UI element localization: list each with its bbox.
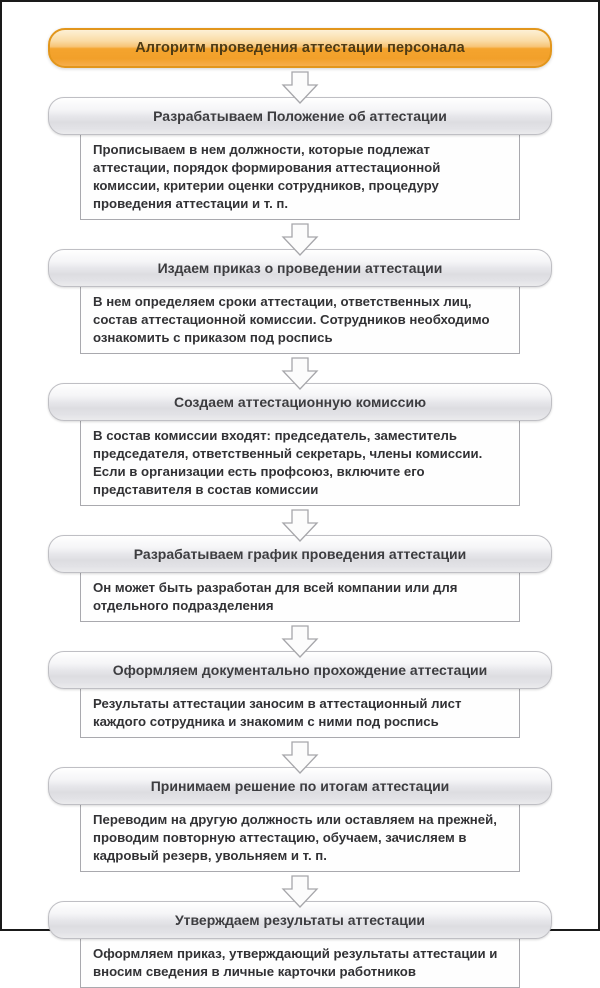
down-arrow-icon (281, 71, 319, 104)
connector-row (2, 741, 598, 774)
step-description: Переводим на другую должность или оставл… (80, 801, 520, 872)
connector-row (2, 357, 598, 390)
step-header-bar: Издаем приказ о проведении аттестации (48, 249, 552, 287)
step-6: Принимаем решение по итогам аттестации П… (2, 767, 598, 872)
step-header-bar: Разрабатываем график проведения аттестац… (48, 535, 552, 573)
step-description: В нем определяем сроки аттестации, ответ… (80, 283, 520, 354)
step-header-label: Разрабатываем график проведения аттестац… (133, 546, 467, 562)
step-description: В состав комиссии входят: председатель, … (80, 417, 520, 506)
connector-row (2, 71, 598, 104)
step-5: Оформляем документально прохождение атте… (2, 651, 598, 738)
step-3: Создаем аттестационную комиссию В состав… (2, 383, 598, 506)
step-description: Результаты аттестации заносим в аттестац… (80, 685, 520, 738)
step-description: Оформляем приказ, утверждающий результат… (80, 935, 520, 988)
down-arrow-icon (281, 223, 319, 256)
connector-row (2, 625, 598, 658)
step-header-label: Разрабатываем Положение об аттестации (153, 108, 447, 124)
step-4: Разрабатываем график проведения аттестац… (2, 535, 598, 622)
down-arrow-icon (281, 357, 319, 390)
step-7: Утверждаем результаты аттестации Оформля… (2, 901, 598, 988)
step-header-label: Принимаем решение по итогам аттестации (150, 778, 450, 794)
connector-row (2, 223, 598, 256)
down-arrow-icon (281, 509, 319, 542)
step-1: Разрабатываем Положение об аттестации Пр… (2, 97, 598, 220)
down-arrow-icon (281, 625, 319, 658)
down-arrow-icon (281, 875, 319, 908)
step-2: Издаем приказ о проведении аттестации В … (2, 249, 598, 354)
down-arrow-icon (281, 741, 319, 774)
step-header-label: Издаем приказ о проведении аттестации (157, 260, 443, 276)
page-title: Алгоритм проведения аттестации персонала (135, 40, 465, 56)
step-description: Он может быть разработан для всей компан… (80, 569, 520, 622)
title-bar: Алгоритм проведения аттестации персонала (48, 28, 552, 68)
step-header-label: Оформляем документально прохождение атте… (112, 662, 488, 678)
step-description: Прописываем в нем должности, которые под… (80, 131, 520, 220)
connector-row (2, 875, 598, 908)
step-header-label: Создаем аттестационную комиссию (173, 394, 427, 410)
step-header-label: Утверждаем результаты аттестации (174, 912, 426, 928)
connector-row (2, 509, 598, 542)
